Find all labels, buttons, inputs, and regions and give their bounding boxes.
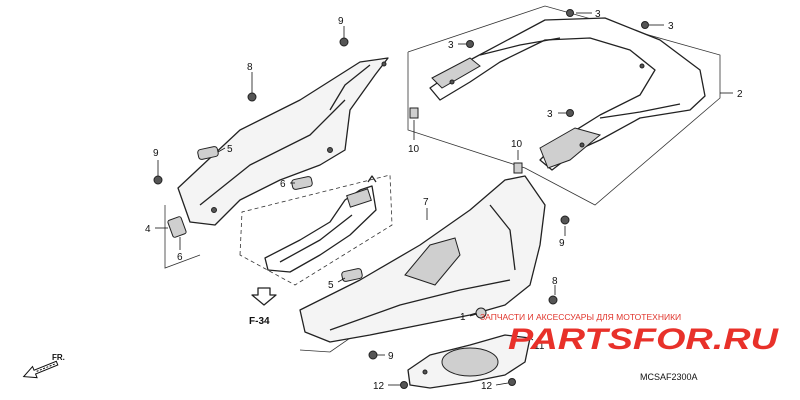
callout-12-right: 12 — [481, 381, 493, 392]
callout-1: 1 — [460, 312, 466, 323]
bolt-9-left — [153, 175, 163, 185]
nut-3a — [566, 9, 574, 17]
callout-3-left: 3 — [448, 40, 454, 51]
callout-12-left: 12 — [373, 381, 385, 392]
callout-10-right: 10 — [511, 139, 523, 150]
rubber-cushion-6a — [291, 176, 313, 190]
callout-3-mid: 3 — [547, 109, 553, 120]
bolt-8-top — [247, 92, 257, 102]
callout-9-top: 9 — [338, 16, 344, 27]
callout-5-bottom: 5 — [328, 280, 334, 291]
rear-grab-rail — [429, 17, 706, 171]
watermark-logo: PARTSFOR.RU — [508, 323, 780, 356]
nut-3c — [466, 40, 474, 48]
callout-6-bottom: 6 — [177, 252, 183, 263]
inner-cover-frame — [239, 174, 393, 286]
fastener-group — [153, 9, 649, 389]
watermark-caption: ЗАПЧАСТИ И АКСЕССУАРЫ ДЛЯ МОТОТЕХНИКИ — [480, 312, 681, 322]
rubber-cushion-5b — [341, 268, 363, 282]
callout-8-top: 8 — [247, 62, 253, 73]
reference-arrow-icon — [251, 287, 277, 306]
collar-1 — [475, 307, 487, 319]
callout-3-right: 3 — [668, 21, 674, 32]
rubber-cushion-6b — [167, 216, 187, 238]
callout-6-mid: 6 — [280, 179, 286, 190]
bolt-9-right — [560, 215, 570, 225]
bolt-8-right — [548, 295, 558, 305]
callout-5-top: 5 — [227, 144, 233, 155]
tail-cover — [407, 334, 531, 389]
callout-9-left: 9 — [153, 148, 159, 159]
nut-3b — [641, 21, 649, 29]
front-direction-label: FR. — [52, 353, 65, 362]
clip-10b — [513, 162, 523, 174]
reference-label: F-34 — [249, 316, 270, 327]
callout-7: 7 — [423, 197, 429, 208]
callout-11: 11 — [534, 341, 545, 352]
clip-10a — [409, 107, 419, 119]
rubber-cushion-5a — [197, 146, 219, 160]
callout-9-right: 9 — [559, 238, 565, 249]
screw-12a — [400, 381, 408, 389]
left-cowl-frame — [164, 205, 201, 269]
callout-4: 4 — [145, 224, 151, 235]
screw-12b — [508, 378, 516, 386]
left-rail-bracket — [177, 57, 389, 226]
callout-10-left: 10 — [408, 144, 420, 155]
nut-3d — [566, 109, 574, 117]
leader-lines — [155, 12, 733, 386]
callout-2: 2 — [737, 89, 743, 100]
callout-8-right: 8 — [552, 276, 558, 287]
diagram-code: MCSAF2300A — [640, 372, 698, 382]
front-direction-arrow-icon — [22, 360, 59, 379]
bolt-9-top — [339, 37, 349, 47]
bolt-9-bottom — [368, 350, 378, 360]
inner-cover — [264, 175, 377, 273]
callout-9-bottom: 9 — [388, 351, 394, 362]
callout-3-top: 3 — [595, 9, 601, 20]
side-cover — [299, 175, 546, 343]
rear-frame-outline — [407, 5, 721, 206]
